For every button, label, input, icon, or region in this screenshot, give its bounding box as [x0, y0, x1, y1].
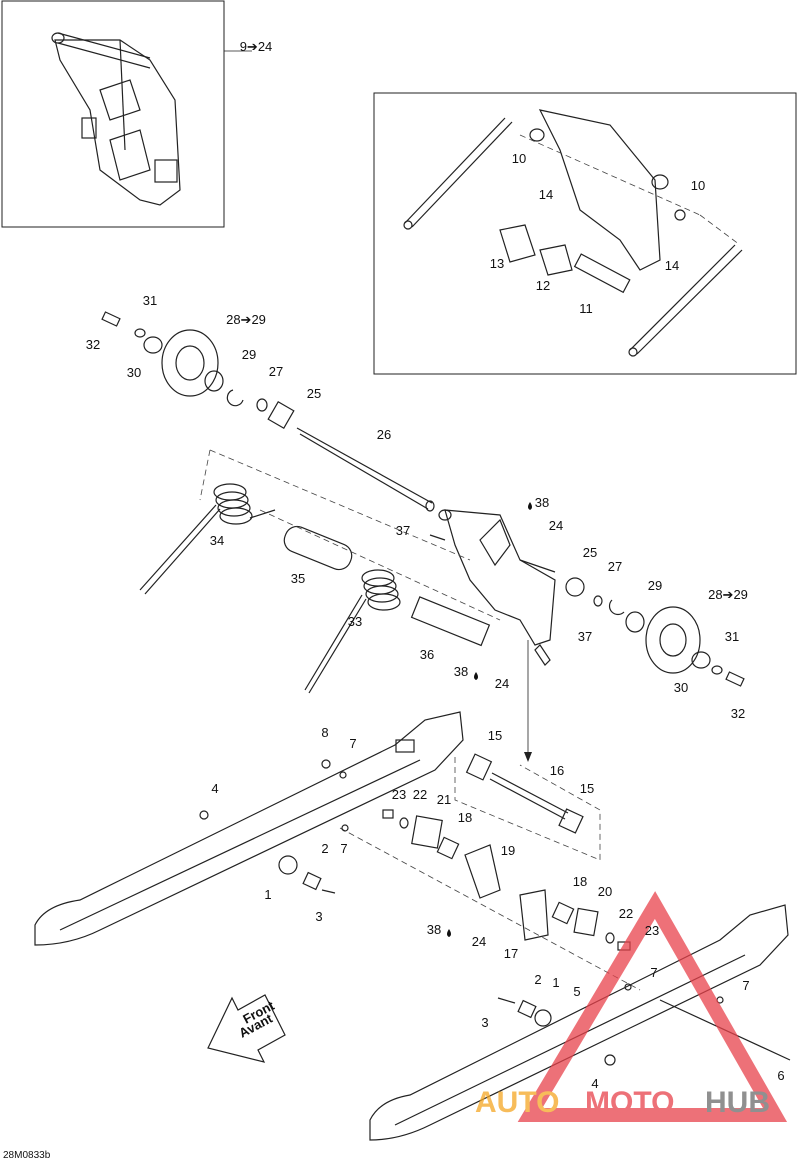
callout-c-15a: 15	[488, 728, 502, 743]
inset-assembly-drawing	[51, 32, 181, 206]
callout-c-14b: 14	[665, 258, 679, 273]
callout-c-10b: 10	[691, 178, 705, 193]
automotohub-watermark: AUTO MOTO HUB	[475, 891, 788, 1122]
callout-c-25b: 25	[583, 545, 597, 560]
watermark-text-moto: MOTO	[585, 1086, 674, 1119]
callout-c-1a: 1	[264, 887, 271, 902]
callout-labels: 9➔241010141413121131323028➔2929272526382…	[86, 39, 785, 1091]
callout-c-8: 8	[321, 725, 328, 740]
left-runner-drawing	[34, 711, 464, 946]
callout-c-11: 11	[579, 301, 593, 316]
callout-c-27b: 27	[608, 559, 622, 574]
inset-upper-arm-drawing	[403, 109, 743, 357]
inset-box-right	[373, 92, 797, 375]
callout-c-16: 16	[550, 763, 564, 778]
watermark-text-hub: HUB	[705, 1086, 770, 1119]
callout-c-3b: 3	[481, 1015, 488, 1030]
callout-c-14a: 14	[539, 187, 553, 202]
callout-c-31a: 31	[143, 293, 157, 308]
center-bracket-drawing	[429, 509, 556, 666]
callout-c-26: 26	[377, 427, 391, 442]
callout-c-10a: 10	[512, 151, 526, 166]
watermark-triangle-icon	[517, 891, 788, 1122]
right-wheel-stack-drawing	[565, 577, 745, 687]
callout-c-28-29a: 28➔29	[226, 312, 266, 327]
callout-c-3a: 3	[315, 909, 322, 924]
callout-c-37a: 37	[396, 523, 410, 538]
callout-c-32b: 32	[731, 706, 745, 721]
callout-c-13: 13	[490, 256, 504, 271]
callout-c-36: 36	[420, 647, 434, 662]
callout-c-18b: 18	[573, 874, 587, 889]
callout-c-34: 34	[210, 533, 224, 548]
callout-c-24c: 24	[472, 934, 486, 949]
front-direction-arrow: Front Avant	[207, 994, 286, 1063]
callout-c-38c: 38	[427, 922, 441, 937]
callout-c-1b: 1	[552, 975, 559, 990]
callout-c-30b: 30	[674, 680, 688, 695]
callout-c-6: 6	[777, 1068, 784, 1083]
watermark-text-auto: AUTO	[475, 1086, 559, 1119]
callout-c-30a: 30	[127, 365, 141, 380]
callout-c-7a: 7	[349, 736, 356, 751]
callout-c-7d: 7	[742, 978, 749, 993]
callout-c-4b: 4	[591, 1076, 598, 1091]
callout-c-23b: 23	[645, 923, 659, 938]
callout-c-38a: 38	[535, 495, 549, 510]
callout-c-2b: 2	[534, 972, 541, 987]
callout-c-12: 12	[536, 278, 550, 293]
upper-wheel-stack-drawing	[101, 311, 435, 512]
callout-c-21: 21	[437, 792, 451, 807]
lube-drop-icon	[447, 502, 532, 937]
callout-c-37b: 37	[578, 629, 592, 644]
callout-c-7b: 7	[340, 841, 347, 856]
springs-drawing	[139, 483, 491, 694]
callout-c-5: 5	[573, 984, 580, 999]
callout-c-33: 33	[348, 614, 362, 629]
callout-c-20: 20	[598, 884, 612, 899]
lower-arm-assembly-drawing	[382, 753, 631, 951]
callout-c-38b: 38	[454, 664, 468, 679]
callout-c-22a: 22	[413, 787, 427, 802]
callout-c-24a: 24	[549, 518, 563, 533]
callout-c-29b: 29	[648, 578, 662, 593]
callout-c-4a: 4	[211, 781, 218, 796]
callout-c-25a: 25	[307, 386, 321, 401]
callout-c-29a: 29	[242, 347, 256, 362]
callout-c-22b: 22	[619, 906, 633, 921]
callout-c-27a: 27	[269, 364, 283, 379]
callout-c-32a: 32	[86, 337, 100, 352]
callout-c-31b: 31	[725, 629, 739, 644]
callout-c-7c: 7	[650, 965, 657, 980]
callout-c-18a: 18	[458, 810, 472, 825]
callout-c-15b: 15	[580, 781, 594, 796]
callout-c-28-29b: 28➔29	[708, 587, 748, 602]
callout-c-19: 19	[501, 843, 515, 858]
callout-c-17: 17	[504, 946, 518, 961]
callout-c-9-24: 9➔24	[240, 39, 273, 54]
drawing-code: 28M0833b	[3, 1150, 51, 1161]
callout-c-23a: 23	[392, 787, 406, 802]
callout-c-2a: 2	[321, 841, 328, 856]
callout-c-35: 35	[291, 571, 305, 586]
inset-box-left	[1, 0, 225, 228]
callout-c-24b: 24	[495, 676, 509, 691]
